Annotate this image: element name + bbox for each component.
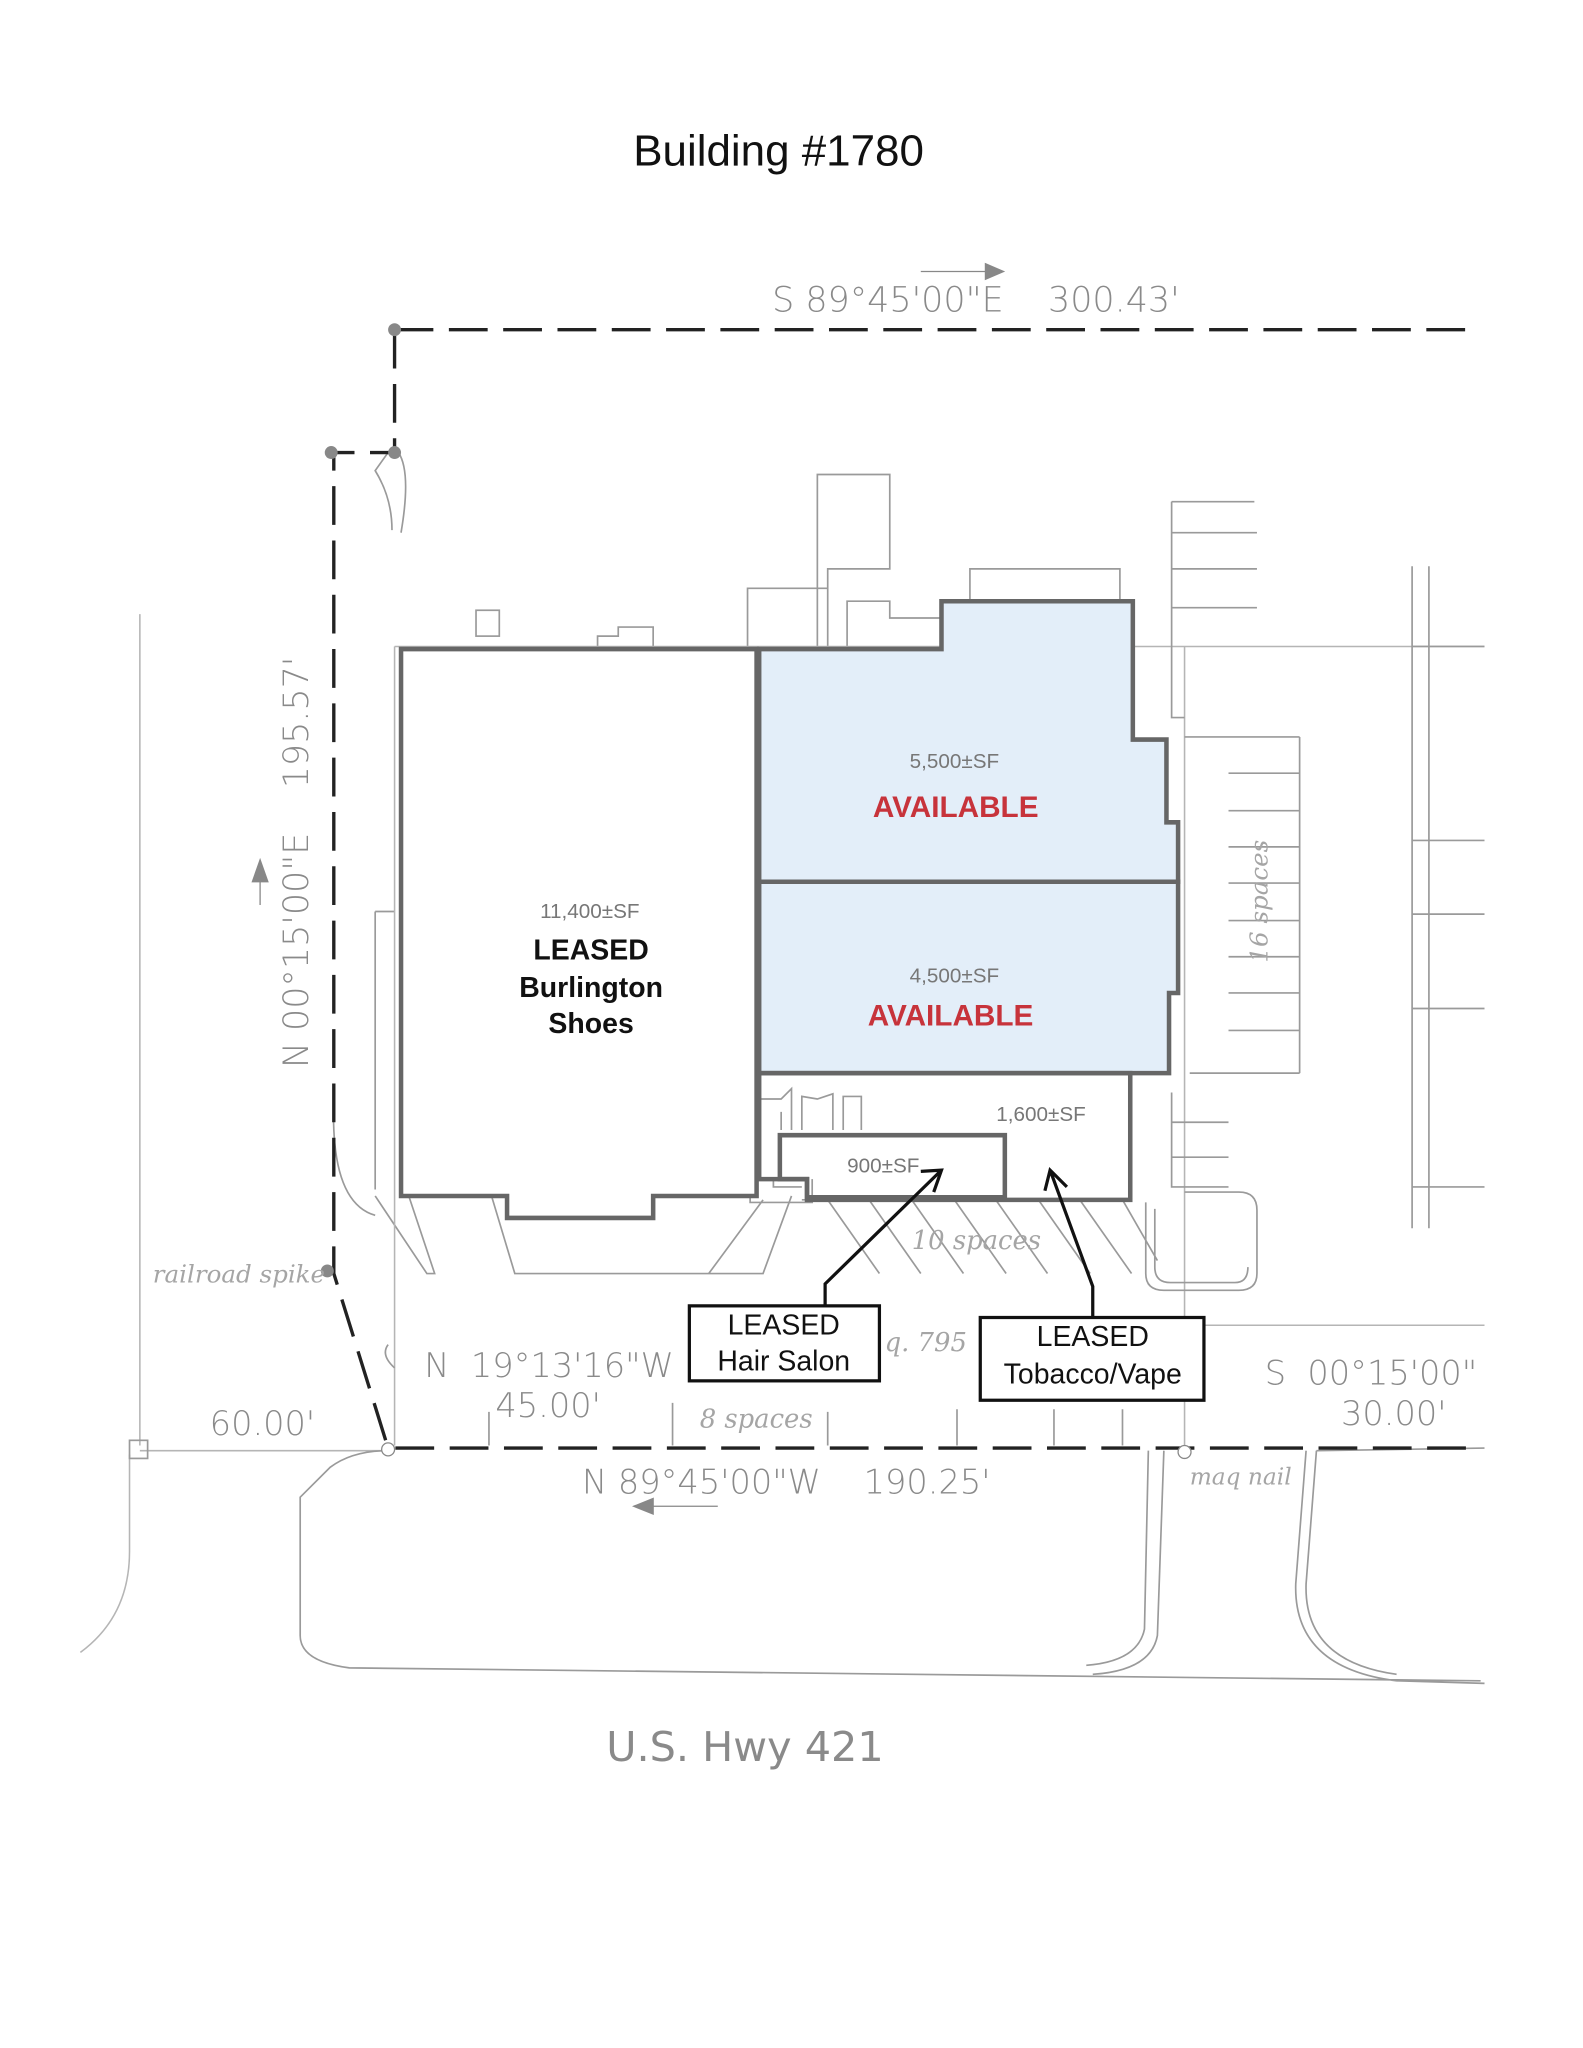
burlington-tenant-line2: Shoes <box>548 1008 633 1040</box>
unit-900-area: 900±SF <box>847 1155 919 1178</box>
south-bearing: N 89°45'00"W 190.25' <box>582 1462 990 1501</box>
east-distance: 30.00' <box>1341 1394 1446 1433</box>
north-arrow-icon <box>251 857 269 906</box>
west-bearing: N 00°15'00"E 195.57' <box>277 657 317 1069</box>
east-bearing: S 00°15'00" <box>1265 1354 1478 1393</box>
unit-900sf-hair-salon[interactable] <box>777 1132 1008 1200</box>
building-1780 <box>398 598 1181 1221</box>
property-boundary <box>320 323 1481 1460</box>
tobacco-vape-callout: LEASED Tobacco/Vape <box>978 1166 1206 1402</box>
site-linework <box>79 452 1485 1685</box>
spaces-10: 10 spaces <box>912 1226 1041 1256</box>
unit-4500-area: 4,500±SF <box>910 965 1000 988</box>
road-label: U.S. Hwy 421 <box>606 1723 883 1771</box>
sw-bearing: N 19°13'16"W <box>424 1346 674 1385</box>
east-arrow-icon <box>920 262 1006 281</box>
west-arrow-icon <box>632 1497 718 1515</box>
page-title: Building #1780 <box>633 126 924 175</box>
tobacco-vape-status: LEASED <box>1037 1321 1149 1353</box>
burlington-tenant-line1: Burlington <box>519 972 663 1004</box>
unit-1600sf-tobacco-vape[interactable] <box>756 1070 1133 1203</box>
unit-5500sf-available[interactable] <box>756 598 1181 885</box>
unit-4500-status: AVAILABLE <box>868 999 1034 1032</box>
hair-salon-callout: LEASED Hair Salon <box>687 1168 944 1383</box>
partial-795: q. 795 <box>885 1328 967 1358</box>
burlington-area: 11,400±SF <box>540 900 639 923</box>
tobacco-vape-tenant: Tobacco/Vape <box>1004 1358 1182 1390</box>
mag-nail-label: maq nail <box>1190 1463 1292 1490</box>
burlington-status: LEASED <box>533 934 648 966</box>
arrow-icon <box>823 1168 944 1306</box>
west-offset: 60.00' <box>210 1404 315 1443</box>
arrow-icon <box>1043 1166 1095 1319</box>
unit-1600-area: 1,600±SF <box>996 1103 1086 1126</box>
unit-5500-status: AVAILABLE <box>873 791 1039 824</box>
spaces-8: 8 spaces <box>700 1404 813 1434</box>
unit-5500-area: 5,500±SF <box>910 750 1000 773</box>
railroad-spike-label: railroad spike <box>153 1260 325 1289</box>
sw-distance: 45.00' <box>495 1386 600 1425</box>
unit-burlington-shoes[interactable] <box>398 646 759 1221</box>
north-bearing: S 89°45'00"E 300.43' <box>772 281 1180 321</box>
spaces-16: 16 spaces <box>1244 840 1273 963</box>
hair-salon-tenant: Hair Salon <box>717 1346 850 1378</box>
hair-salon-status: LEASED <box>728 1309 840 1341</box>
